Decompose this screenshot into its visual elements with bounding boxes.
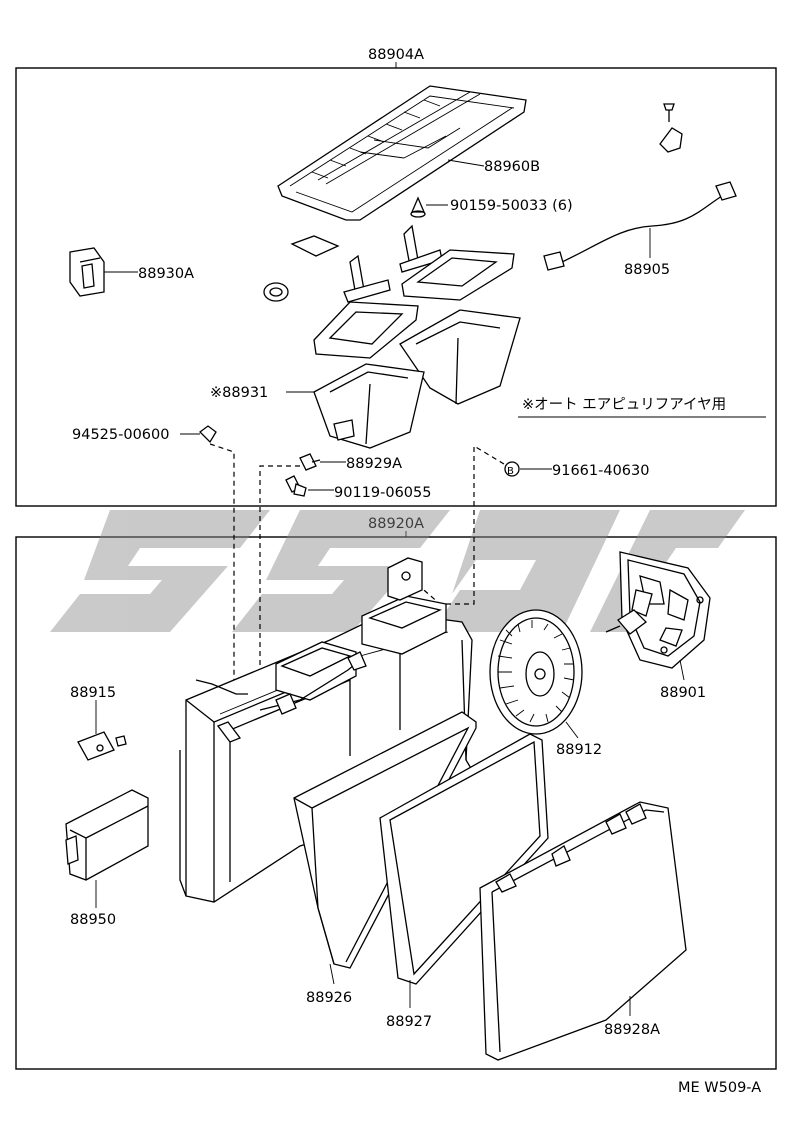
label-88905: 88905: [624, 262, 670, 278]
actuator-left: [275, 641, 357, 701]
filter-88927: [379, 733, 549, 985]
lower-assembly-frame: [15, 536, 777, 1070]
gasket-lower-left: [313, 301, 419, 359]
clamp: [263, 282, 289, 302]
label-91661: 91661-40630: [552, 463, 650, 479]
label-90159: 90159-50033 (6): [450, 198, 573, 214]
label-88931: ※88931: [210, 385, 268, 401]
housing-bracket: [387, 557, 423, 601]
screw-top-right: [659, 103, 683, 153]
reference-code: ME W509-A: [678, 1080, 761, 1096]
bolt-b-marker: [504, 461, 520, 477]
label-88929A: 88929A: [346, 456, 402, 472]
blower-fan-88912: [489, 609, 583, 735]
screw-88929A: [299, 453, 321, 471]
note-auto-air-purifier: ※オート エアピュリフアイヤ用: [522, 396, 726, 413]
label-88915: 88915: [70, 685, 116, 701]
label-88926: 88926: [306, 990, 352, 1006]
label-88960B: 88960B: [484, 159, 540, 175]
gasket-upper-right: [401, 249, 515, 301]
resistor-88915: [77, 731, 127, 761]
lower-assembly-label: 88920A: [368, 516, 424, 532]
upper-assembly-label: 88904A: [368, 47, 424, 63]
label-88927: 88927: [386, 1014, 432, 1030]
housing-wire: [195, 651, 367, 743]
part-88960B-cover: [277, 85, 527, 221]
bracket-right: [399, 224, 443, 273]
bolt-90119: [285, 475, 307, 497]
switch-88930A: [69, 247, 105, 297]
label-88930A: 88930A: [138, 266, 194, 282]
label-88928A: 88928A: [604, 1022, 660, 1038]
wire-harness-88905: [543, 181, 737, 271]
label-88912: 88912: [556, 742, 602, 758]
clip-94525: [199, 425, 217, 444]
grommet-90159: [410, 196, 426, 218]
label-90119: 90119-06055: [334, 485, 432, 501]
label-94525: 94525-00600: [72, 427, 170, 443]
label-88950: 88950: [70, 912, 116, 928]
duct-right: [399, 309, 521, 405]
filter-cover-88928A: [479, 801, 687, 1061]
amplifier-88950: [65, 789, 149, 881]
bracket-left: [343, 254, 391, 303]
blower-motor-88901: [605, 551, 711, 669]
pad: [290, 235, 340, 257]
label-88901: 88901: [660, 685, 706, 701]
duct-88931: [313, 363, 425, 449]
bolt-b-letter: B: [507, 466, 514, 477]
